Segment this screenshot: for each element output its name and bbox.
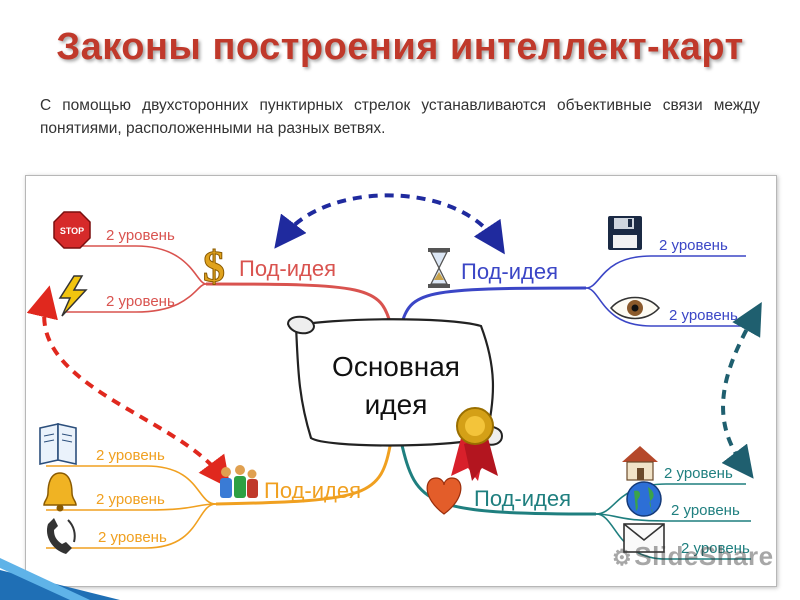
branch-label-bottom-right: Под-идея: [474, 486, 571, 511]
slide-subtitle: С помощью двухсторонних пунктирных стрел…: [40, 97, 760, 137]
slideshare-watermark: ⚙SlideShare: [612, 541, 774, 572]
sub-label-tl-2: 2 уровень: [106, 293, 175, 310]
heart-icon: [426, 477, 462, 515]
svg-text:$: $: [203, 242, 225, 291]
stop-sign-icon: STOP: [53, 211, 91, 249]
house-icon: [622, 446, 658, 481]
sub-label-bl-3: 2 уровень: [98, 529, 167, 546]
bell-icon: [43, 472, 77, 512]
sub-label-tr-1: 2 уровень: [659, 237, 728, 254]
central-scroll: Основная идея: [286, 315, 504, 447]
dollar-icon: $: [203, 242, 226, 292]
gear-icon: ⚙: [612, 545, 633, 570]
sub-label-br-3: 2 уровень: [681, 540, 750, 557]
sub-label-tl-1: 2 уровень: [106, 227, 175, 244]
corner-decoration: [0, 558, 120, 600]
branch-label-bottom-left: Под-идея: [264, 478, 361, 503]
top-right-subbranches: [585, 255, 751, 327]
dashed-arrow-right: [721, 302, 762, 479]
branch-connector-top-left: [205, 282, 393, 327]
medal-icon: [451, 407, 498, 481]
people-icon: [220, 465, 258, 498]
envelope-icon: [623, 523, 665, 553]
mind-map-diagram: Основная идея Под-идея Под-идея Под-идея…: [25, 175, 777, 587]
central-idea-line2: идея: [365, 389, 428, 420]
eye-icon: [610, 296, 660, 320]
sub-label-bl-1: 2 уровень: [96, 447, 165, 464]
branch-label-top-right: Под-идея: [461, 259, 558, 284]
sub-label-br-1: 2 уровень: [664, 465, 733, 482]
floppy-disk-icon: [608, 216, 642, 250]
dashed-arrow-left: [26, 285, 231, 489]
lightning-icon: [58, 275, 88, 317]
slide-title: Законы построения интеллект-карт: [56, 26, 744, 68]
sub-label-br-2: 2 уровень: [671, 502, 740, 519]
bottom-right-subbranches: [595, 483, 751, 560]
branch-connector-bottom-left: [215, 440, 393, 506]
branch-label-top-left: Под-идея: [239, 256, 336, 281]
globe-icon: [626, 481, 662, 517]
sub-label-bl-2: 2 уровень: [96, 491, 165, 508]
central-idea-line1: Основная: [332, 351, 460, 382]
watermark-text: SlideShare: [634, 541, 774, 571]
dashed-arrow-top: [274, 193, 505, 255]
book-icon: [39, 423, 77, 465]
hourglass-icon: [428, 248, 450, 288]
phone-icon: [46, 518, 76, 554]
sub-label-tr-2: 2 уровень: [669, 307, 738, 324]
svg-text:STOP: STOP: [60, 226, 84, 236]
branch-connector-top-right: [399, 286, 587, 327]
